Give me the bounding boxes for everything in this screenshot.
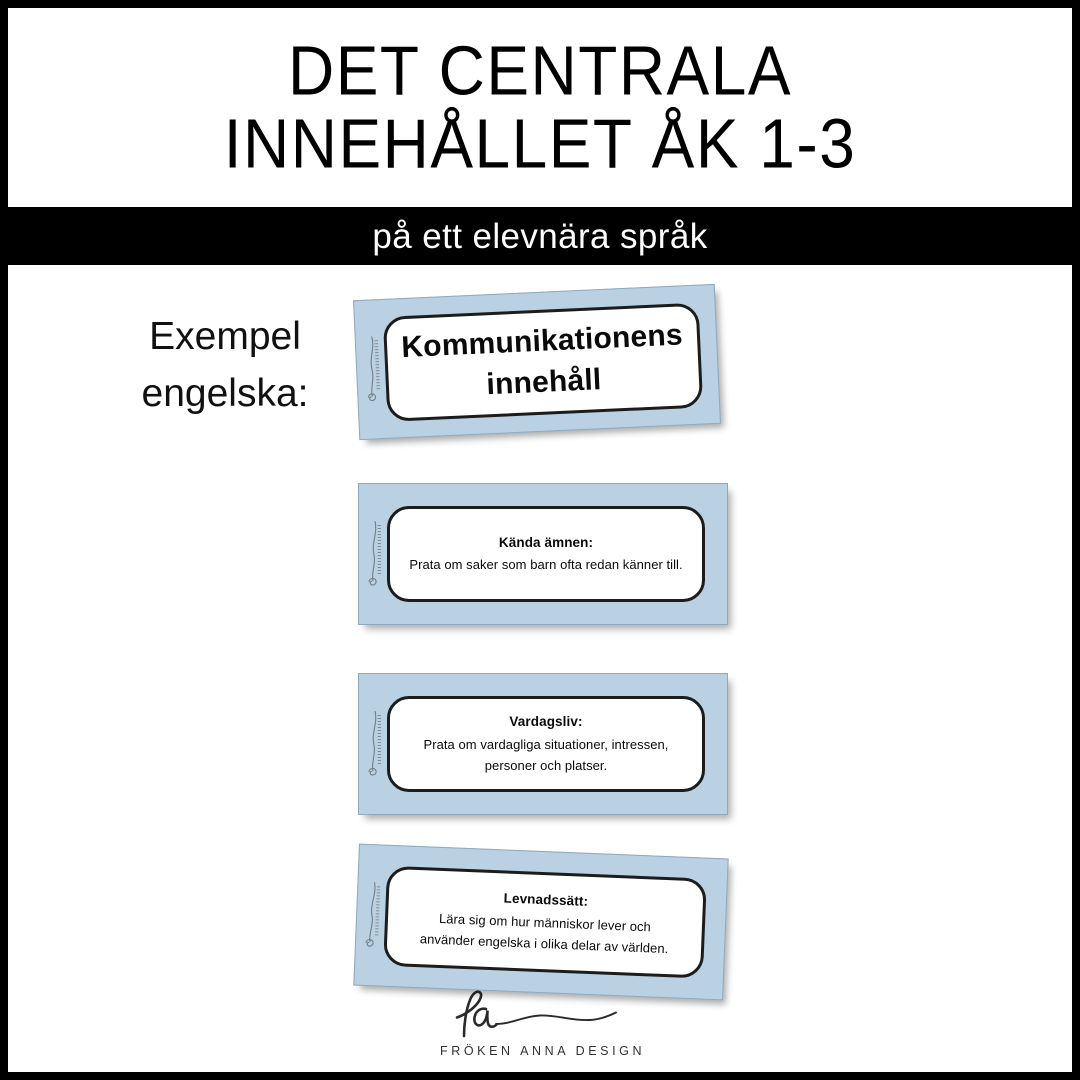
example-caption-line-2: engelska:	[141, 371, 309, 415]
card-title-line-1: Levnadssätt:	[503, 890, 589, 910]
card-body-line-1: Prata om saker som barn ofta redan känne…	[409, 557, 683, 573]
page-subtitle: på ett elevnära språk	[372, 216, 708, 256]
froken-anna-design-watermark-icon	[367, 336, 381, 402]
content-card-kanda-amnen: Kända ämnen: Prata om saker som barn oft…	[358, 483, 728, 625]
content-card-kommunikationens-innehall: Kommunikationens innehåll	[353, 283, 721, 441]
card-inner-panel: Kommunikationens innehåll	[382, 302, 704, 422]
froken-anna-design-watermark-icon	[365, 882, 381, 947]
content-area: Exempel engelska:	[8, 265, 1072, 1072]
card-title-line-1: Vardagsliv:	[509, 714, 583, 730]
brand-logo: FRÖKEN ANNA DESIGN	[440, 986, 646, 1060]
card-inner-panel: Levnadssätt: Lära sig om hur människor l…	[383, 865, 707, 979]
card-title-line-1: Kommunikationens	[400, 318, 684, 365]
card-title-line-1: Kända ämnen:	[498, 534, 594, 550]
card-body-line-1: Prata om vardagliga situationer, intress…	[423, 736, 669, 752]
title-block: DET CENTRALA INNEHÅLLET ÅK 1-3	[8, 8, 1072, 207]
subtitle-band: på ett elevnära språk	[8, 207, 1072, 265]
content-card-levnadssatt: Levnadssätt: Lära sig om hur människor l…	[353, 843, 729, 1001]
brand-wordmark: FRÖKEN ANNA DESIGN	[440, 1044, 646, 1058]
froken-anna-design-watermark-icon	[368, 710, 381, 776]
card-body-line-2: personer och platser.	[484, 757, 608, 773]
card-inner-panel: Vardagsliv: Prata om vardagliga situatio…	[387, 696, 705, 792]
poster-canvas: DET CENTRALA INNEHÅLLET ÅK 1-3 på ett el…	[8, 8, 1072, 1072]
content-card-vardagsliv: Vardagsliv: Prata om vardagliga situatio…	[358, 673, 728, 815]
page-title-line-1: DET CENTRALA	[287, 31, 793, 110]
example-caption: Exempel engelska:	[120, 309, 330, 422]
froken-anna-design-watermark-icon	[368, 520, 381, 586]
page-title-line-2: INNEHÅLLET ÅK 1-3	[223, 104, 857, 183]
example-caption-line-1: Exempel	[149, 315, 301, 358]
card-title-line-2: innehåll	[485, 362, 603, 401]
card-inner-panel: Kända ämnen: Prata om saker som barn oft…	[387, 506, 705, 602]
fa-monogram-icon	[455, 990, 617, 1038]
